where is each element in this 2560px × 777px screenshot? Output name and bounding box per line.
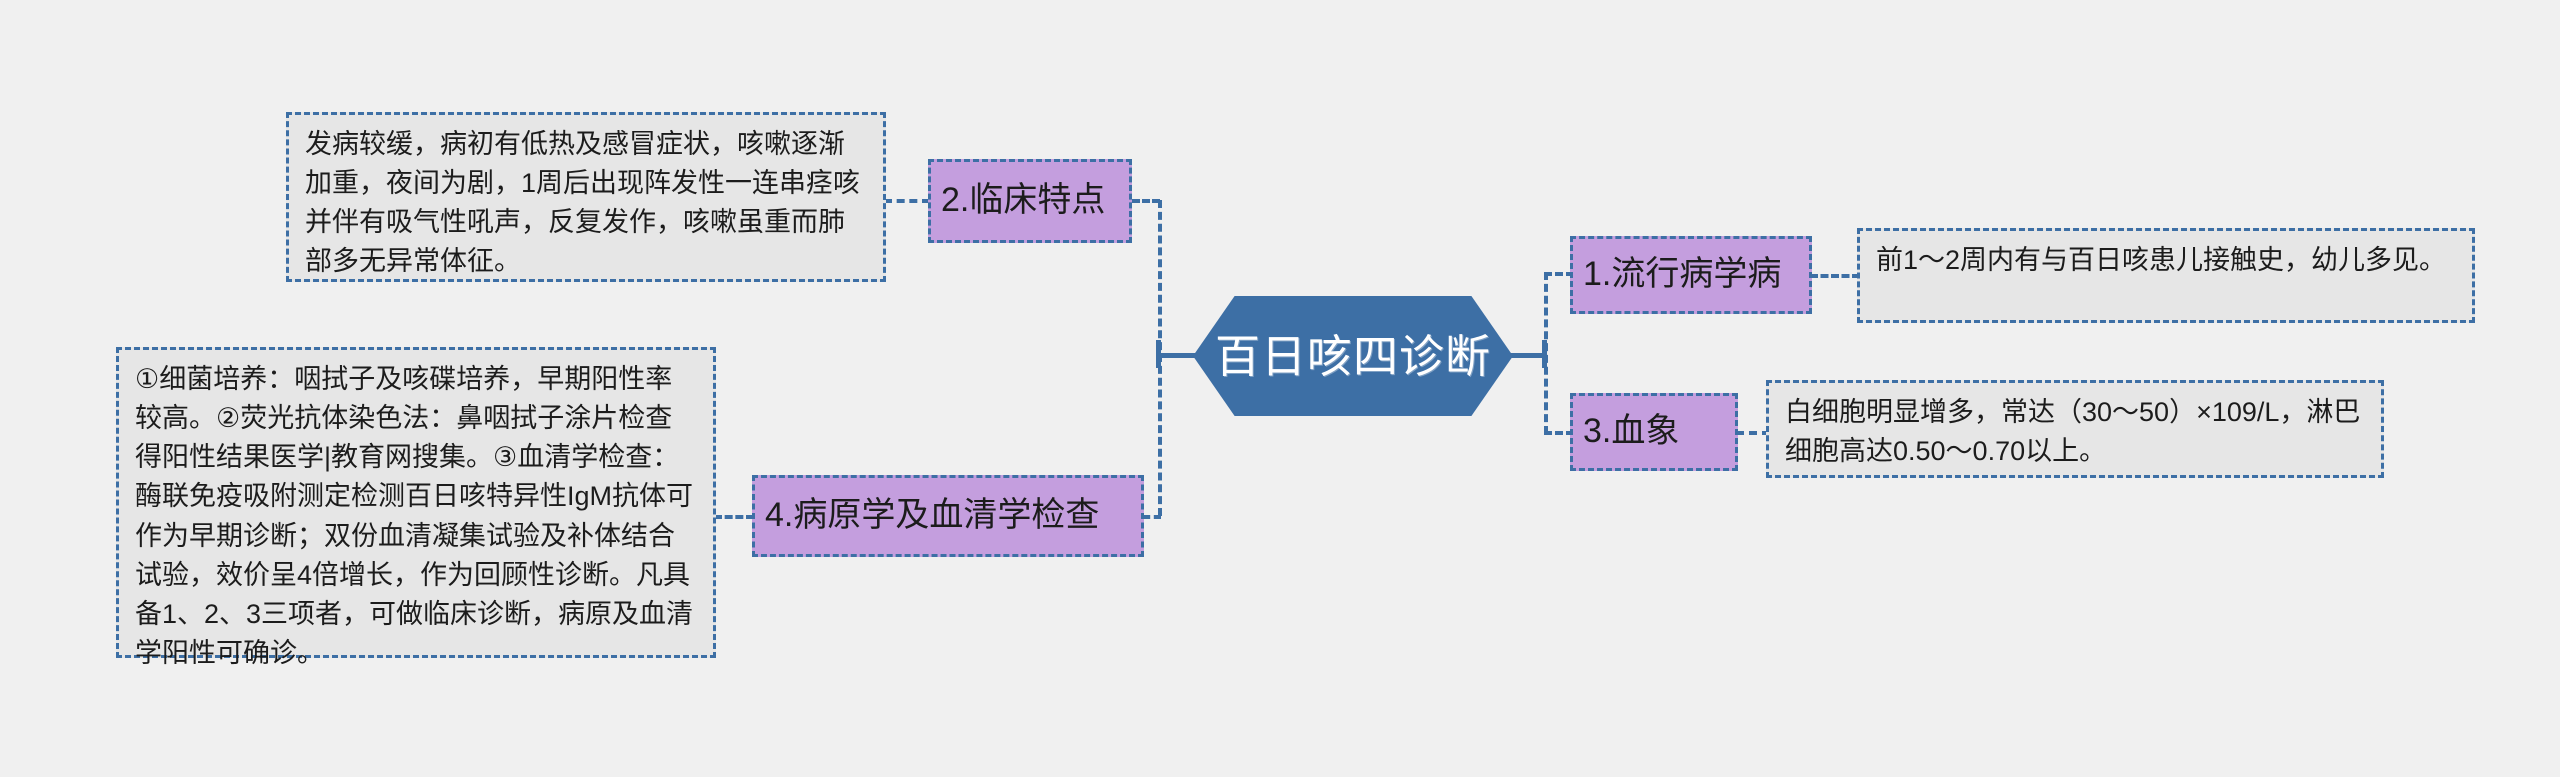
branch-node-label-pathogen-serology: 4.病原学及血清学检查 bbox=[765, 496, 1100, 535]
connector-lab-detail-arm bbox=[714, 515, 754, 519]
detail-box-pathogen-serology: ①细菌培养：咽拭子及咳碟培养，早期阳性率较高。②荧光抗体染色法：鼻咽拭子涂片检查… bbox=[116, 347, 716, 668]
connector-clinical-node-arm bbox=[1132, 199, 1160, 203]
branch-node-label-clinical-features: 2.临床特点 bbox=[941, 181, 1106, 220]
branch-node-pathogen-serology[interactable]: 4.病原学及血清学检查 bbox=[752, 475, 1144, 557]
detail-text-epidemiology: 前1～2周内有与百日咳患儿接触史，幼儿多见。 bbox=[1876, 245, 2447, 275]
detail-text-blood-picture: 白细胞明显增多，常达（30～50）×109/L，淋巴细胞高达0.50～0.70以… bbox=[1785, 397, 2361, 467]
branch-node-epidemiology[interactable]: 1.流行病学病 bbox=[1570, 236, 1812, 314]
connector-center-left-stub bbox=[1158, 353, 1200, 358]
connector-left-trunk-cap bbox=[1156, 340, 1161, 368]
connector-bloodcount-detail-arm bbox=[1736, 431, 1770, 435]
branch-node-label-epidemiology: 1.流行病学病 bbox=[1583, 255, 1782, 294]
branch-node-blood-picture[interactable]: 3.血象 bbox=[1570, 393, 1738, 471]
connector-center-right-stub bbox=[1507, 353, 1547, 358]
branch-node-label-blood-picture: 3.血象 bbox=[1583, 412, 1680, 451]
detail-box-epidemiology: 前1～2周内有与百日咳患儿接触史，幼儿多见。 bbox=[1857, 228, 2475, 323]
center-node-label: 百日咳四诊断 bbox=[1214, 330, 1491, 382]
detail-text-pathogen-serology: ①细菌培养：咽拭子及咳碟培养，早期阳性率较高。②荧光抗体染色法：鼻咽拭子涂片检查… bbox=[135, 364, 694, 668]
detail-text-clinical-features: 发病较缓，病初有低热及感冒症状，咳嗽逐渐加重，夜间为剧，1周后出现阵发性一连串痉… bbox=[305, 129, 861, 277]
branch-node-clinical-features[interactable]: 2.临床特点 bbox=[928, 159, 1132, 243]
center-node-pertussis-diagnosis[interactable]: 百日咳四诊断 bbox=[1193, 296, 1513, 416]
detail-box-clinical-features: 发病较缓，病初有低热及感冒症状，咳嗽逐渐加重，夜间为剧，1周后出现阵发性一连串痉… bbox=[286, 112, 886, 282]
connector-epidemiology-detail-arm bbox=[1810, 274, 1860, 278]
connector-lab-node-arm bbox=[1143, 515, 1161, 519]
connector-right-trunk-cap bbox=[1542, 340, 1547, 368]
connector-clinical-detail-arm bbox=[884, 199, 930, 203]
detail-box-blood-picture: 白细胞明显增多，常达（30～50）×109/L，淋巴细胞高达0.50～0.70以… bbox=[1766, 380, 2384, 478]
